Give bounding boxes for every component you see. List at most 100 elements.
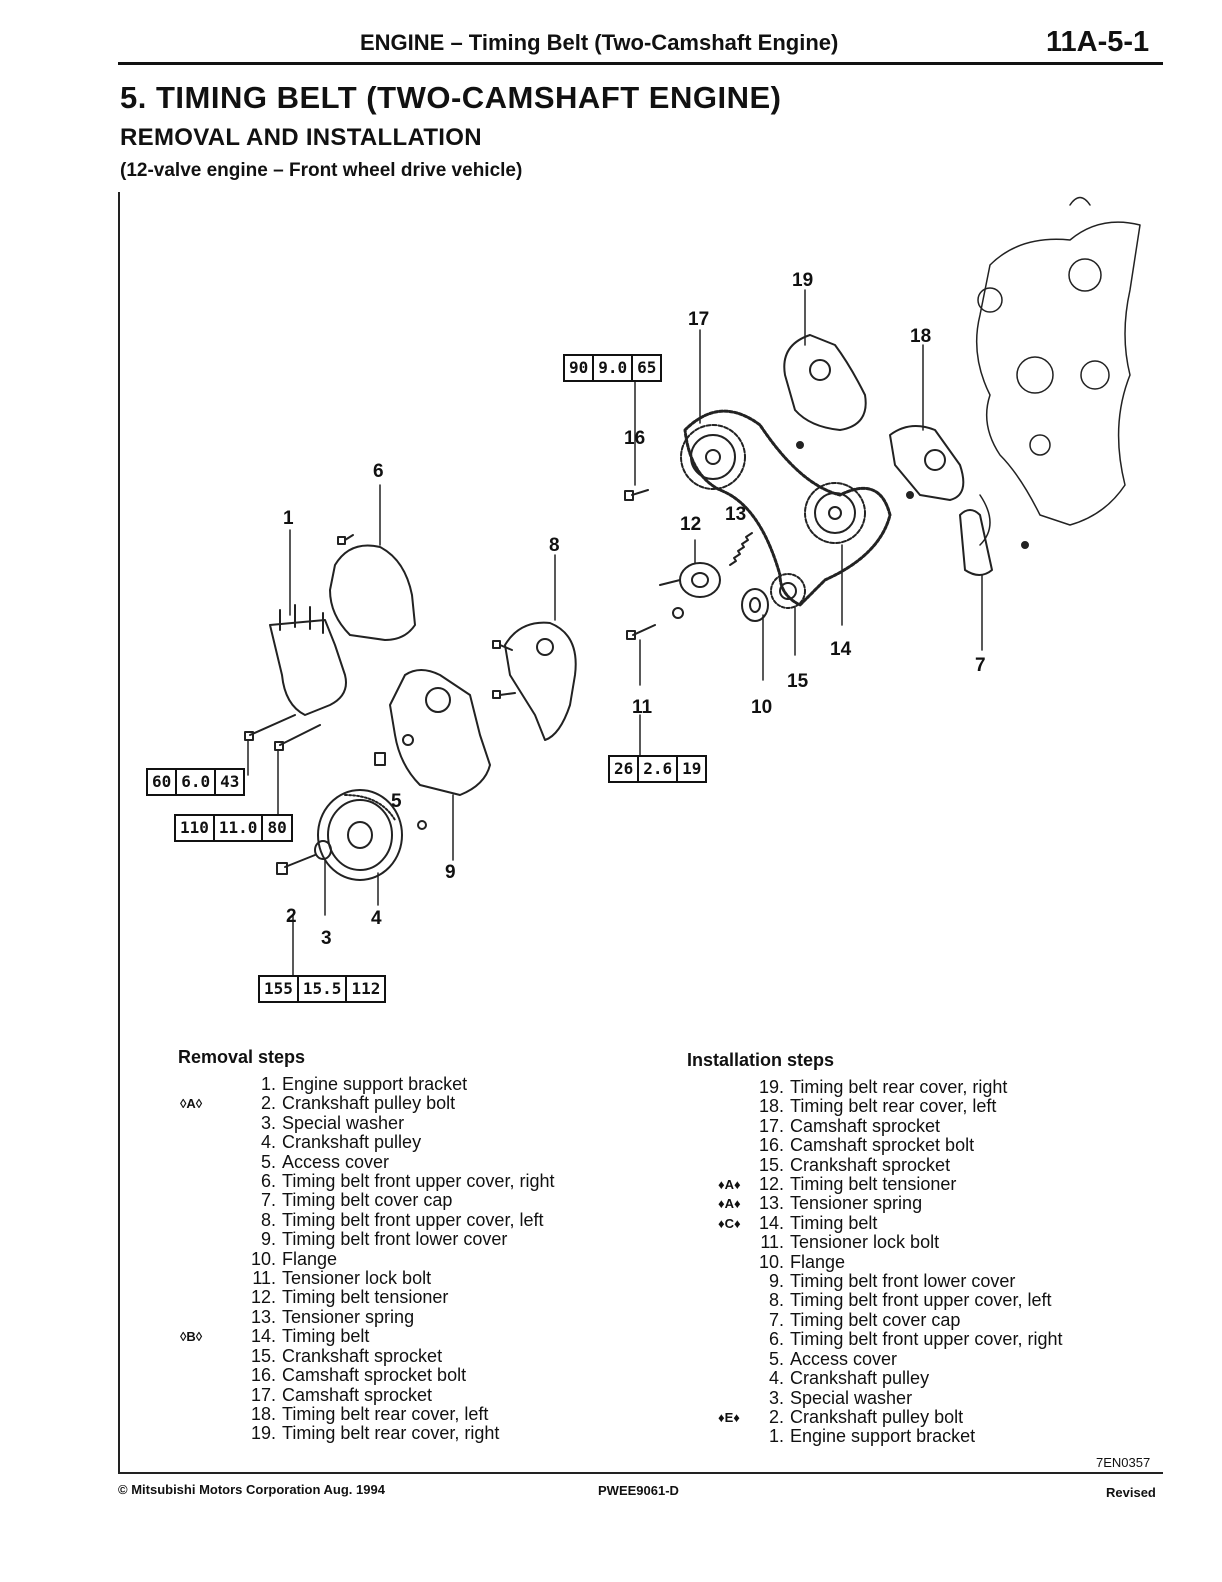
- camshaft-sprocket-17: [680, 424, 746, 490]
- step-number: 13.: [758, 1193, 784, 1214]
- tensioner-spring: [729, 532, 753, 566]
- service-mark: [180, 1191, 246, 1210]
- callout-7: 7: [975, 655, 986, 676]
- service-mark: [718, 1291, 754, 1310]
- tensioner-washer: [672, 607, 684, 619]
- torque-spec-camshaft-bolt: 90 9.0 65: [563, 354, 663, 382]
- service-mark: [718, 1253, 754, 1272]
- step-number: 19.: [250, 1423, 276, 1444]
- step-number: 7.: [768, 1309, 784, 1330]
- step-number: 5.: [768, 1348, 784, 1369]
- torque-nm: 90: [565, 356, 595, 380]
- step-text: Timing belt front upper cover, left: [282, 1209, 544, 1230]
- callout-17: 17: [688, 309, 709, 330]
- callout-10: 10: [751, 697, 772, 718]
- torque-ftlbs: 43: [220, 772, 240, 791]
- step-number: 19.: [758, 1077, 784, 1097]
- step-number: 12.: [758, 1174, 784, 1195]
- page-number: 11A-5-1: [1046, 26, 1150, 58]
- step-number: 18.: [250, 1403, 276, 1424]
- step-item: 1.Engine support bracket: [718, 1426, 1062, 1446]
- service-mark: [180, 1386, 246, 1405]
- service-mark: [718, 1233, 754, 1252]
- torque-kgm: 2.6: [639, 757, 679, 781]
- step-item: ◊A◊2.Crankshaft pulley bolt: [180, 1093, 554, 1113]
- step-number: 11.: [760, 1232, 784, 1253]
- step-item: 19.Timing belt rear cover, right: [180, 1423, 554, 1444]
- camshaft-sprocket-bolt: [624, 489, 649, 501]
- torque-spec-crank-pulley-bolt: 155 15.5 112: [258, 975, 387, 1003]
- step-number: 8.: [260, 1209, 276, 1230]
- leader-lines: [247, 289, 983, 986]
- service-mark: ♦E♦: [718, 1409, 740, 1425]
- step-item: 13.Tensioner spring: [180, 1307, 554, 1327]
- callout-9: 9: [445, 862, 456, 883]
- step-item: 4. Crankshaft pulley: [180, 1132, 554, 1153]
- service-mark: [180, 1153, 246, 1172]
- callout-14: 14: [830, 639, 852, 660]
- service-mark: ♦A♦: [718, 1196, 741, 1212]
- service-mark: [718, 1097, 754, 1116]
- callout-16: 16: [624, 428, 645, 449]
- header-title: ENGINE – Timing Belt (Two-Camshaft Engin…: [360, 30, 839, 55]
- step-text: Crankshaft sprocket: [282, 1345, 443, 1366]
- callout-15: 15: [787, 671, 809, 692]
- step-number: 4.: [260, 1132, 276, 1153]
- step-item: 3.Special washer: [718, 1387, 1062, 1408]
- step-item: 15.Crankshaft sprocket: [180, 1345, 554, 1366]
- step-item: 16.Camshaft sprocket bolt: [718, 1135, 1062, 1155]
- section-condition: (12-valve engine – Front wheel drive veh…: [120, 160, 523, 181]
- service-mark: [718, 1136, 754, 1155]
- service-mark: [180, 1347, 246, 1366]
- step-number: 6.: [260, 1171, 276, 1192]
- service-mark: [180, 1230, 246, 1249]
- step-text: Flange: [282, 1248, 338, 1269]
- removal-heading: Removal steps: [178, 1047, 306, 1067]
- step-text: Crankshaft sprocket: [790, 1154, 951, 1175]
- service-mark: [180, 1075, 246, 1094]
- step-number: 3.: [768, 1387, 784, 1408]
- torque-spec-bracket-bolt-b: 110 11.0 80: [174, 814, 293, 842]
- step-text: Tensioner lock bolt: [282, 1268, 432, 1289]
- service-mark: [718, 1078, 754, 1097]
- crankshaft-pulley: [317, 789, 403, 881]
- step-item: 16.Camshaft sprocket bolt: [180, 1365, 554, 1385]
- torque-spec-tensioner-bolt: 26 2.6 19: [608, 755, 708, 783]
- camshaft-sprocket-right: [804, 482, 866, 544]
- torque-ftlbs: 112: [351, 979, 381, 998]
- step-text: Timing belt front lower cover: [282, 1229, 508, 1250]
- step-item: 8.Timing belt front upper cover, left: [718, 1290, 1062, 1311]
- torque-nm: 60: [148, 770, 178, 794]
- service-mark: [718, 1117, 754, 1136]
- torque-spec-bracket-bolt-a: 60 6.0 43: [146, 768, 246, 796]
- step-text: Crankshaft pulley: [282, 1132, 422, 1153]
- step-item: 12.Timing belt tensioner: [180, 1287, 554, 1308]
- torque-kgm: 6.0: [177, 770, 217, 794]
- step-item: 6.Timing belt front upper cover, right: [180, 1171, 554, 1192]
- step-text: Timing belt tensioner: [282, 1287, 449, 1308]
- service-mark: [180, 1308, 246, 1327]
- step-number: 9.: [768, 1271, 784, 1292]
- step-text: Timing belt rear cover, left: [790, 1096, 997, 1117]
- step-text: Timing belt front lower cover: [790, 1271, 1016, 1292]
- step-text: Timing belt cover cap: [282, 1190, 453, 1211]
- special-washer: [314, 840, 332, 860]
- removal-steps-list: 1.Engine support bracket◊A◊2.Crankshaft …: [180, 1074, 554, 1444]
- flange: [741, 588, 769, 622]
- step-text: Timing belt rear cover, right: [790, 1077, 1008, 1097]
- step-text: Timing belt front upper cover, right: [790, 1329, 1063, 1350]
- step-number: 8.: [768, 1290, 784, 1311]
- service-mark: [180, 1288, 246, 1307]
- service-mark: [180, 1424, 246, 1443]
- step-item: ♦A♦12.Timing belt tensioner: [718, 1174, 1062, 1195]
- step-text: Flange: [790, 1251, 846, 1272]
- callout-13: 13: [725, 504, 746, 525]
- step-number: 3.: [260, 1112, 276, 1133]
- step-item: 7.Timing belt cover cap: [180, 1190, 554, 1211]
- callout-11: 11: [632, 697, 653, 718]
- callout-5: 5: [391, 791, 402, 812]
- callout-12: 12: [680, 514, 701, 535]
- cover-bolt: [417, 820, 427, 830]
- service-mark: [718, 1330, 754, 1349]
